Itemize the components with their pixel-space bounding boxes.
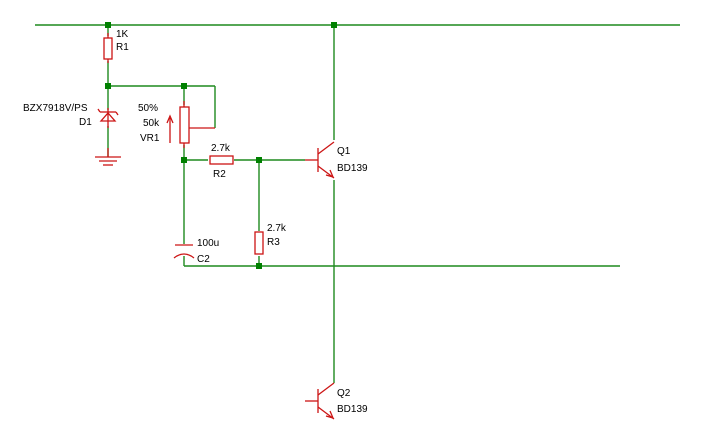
junction-dot: [256, 263, 262, 269]
q1-ref-label: Q1: [337, 146, 351, 157]
vr1-body: [179, 106, 190, 144]
q2-ref-label: Q2: [337, 388, 351, 399]
junction-dot: [181, 83, 187, 89]
junction-dot: [181, 157, 187, 163]
q1-emitter-arrow: [325, 169, 335, 179]
resistor-r3: 2.7k R3: [254, 223, 287, 255]
d1-ref-label: D1: [79, 117, 92, 128]
resistor-r2-body: [209, 155, 234, 165]
resistor-r3-body: [254, 231, 264, 255]
transistor-q2: Q2 BD139: [305, 382, 368, 420]
ground-symbol: [95, 148, 121, 166]
d1-part-label: BZX7918V/PS: [23, 103, 88, 114]
c2-plate-curved: [173, 253, 195, 259]
r3-ref-label: R3: [267, 237, 280, 248]
resistor-r1: 1K R1: [103, 29, 129, 63]
r3-value-label: 2.7k: [267, 223, 287, 234]
q1-part-label: BD139: [337, 163, 368, 174]
vr1-ref-label: VR1: [140, 133, 160, 144]
c2-ref-label: C2: [197, 254, 210, 265]
junctions: [105, 22, 337, 269]
vr1-value-label: 50k: [143, 118, 160, 129]
wires: [35, 24, 680, 383]
capacitor-c2: 100u C2: [173, 238, 219, 265]
q1-collector-lead: [317, 141, 335, 155]
zener-diode-d1: BZX7918V/PS D1: [23, 103, 119, 128]
q2-emitter-arrow: [325, 410, 335, 420]
zener-triangle: [99, 112, 117, 122]
junction-dot: [256, 157, 262, 163]
c2-value-label: 100u: [197, 238, 219, 249]
resistor-r1-body: [103, 37, 113, 60]
r1-value-label: 1K: [116, 29, 129, 40]
vr1-setting-label: 50%: [138, 103, 158, 114]
r2-ref-label: R2: [213, 169, 226, 180]
transistor-q1: Q1 BD139: [305, 141, 368, 179]
r1-ref-label: R1: [116, 42, 129, 53]
junction-dot: [331, 22, 337, 28]
junction-dot: [105, 22, 111, 28]
junction-dot: [105, 83, 111, 89]
potentiometer-vr1: 50% 50k VR1: [138, 101, 215, 148]
resistor-r2: 2.7k R2: [209, 143, 234, 180]
q2-collector-lead: [317, 382, 335, 396]
q2-part-label: BD139: [337, 404, 368, 415]
r2-value-label: 2.7k: [211, 143, 231, 154]
